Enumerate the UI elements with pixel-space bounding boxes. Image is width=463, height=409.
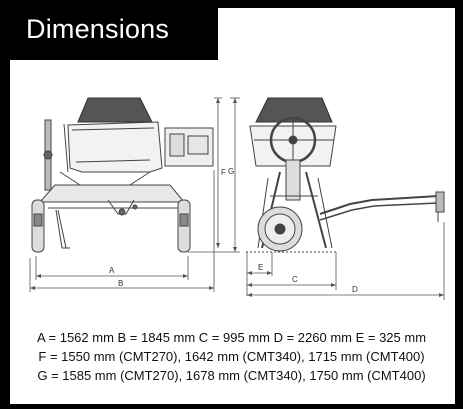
side-view-mixer	[31, 97, 214, 253]
dim-label-c: C	[292, 275, 298, 284]
spec-line-1: A = 1562 mm B = 1845 mm C = 995 mm D = 2…	[36, 330, 427, 345]
dimension-specs: A = 1562 mm B = 1845 mm C = 995 mm D = 2…	[0, 328, 463, 385]
dim-label-b: B	[118, 279, 123, 288]
page-title: Dimensions	[26, 14, 170, 44]
dim-label-a: A	[109, 266, 115, 275]
title-bar	[10, 8, 218, 60]
spec-line-3: G = 1585 mm (CMT270), 1678 mm (CMT340), …	[37, 368, 426, 383]
dim-label-f: F	[221, 168, 226, 177]
dim-label-d: D	[352, 285, 358, 294]
front-view-mixer	[246, 97, 445, 253]
dim-label-g: G	[228, 167, 234, 176]
dim-label-e: E	[258, 263, 263, 272]
spec-line-2: F = 1550 mm (CMT270), 1642 mm (CMT340), …	[38, 349, 425, 364]
